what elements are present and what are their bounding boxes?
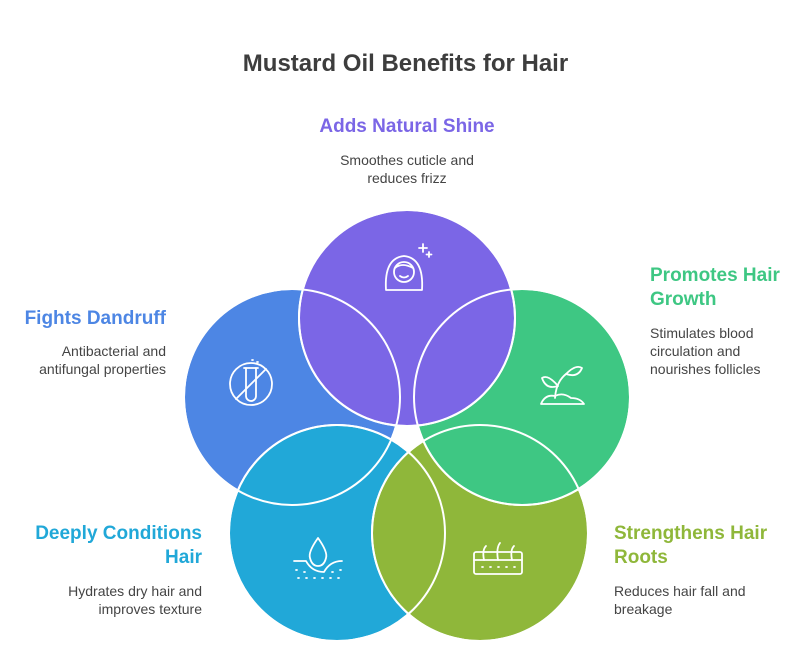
heading-fights-dandruff: Fights Dandruff xyxy=(24,308,166,329)
diagram-title: Mustard Oil Benefits for Hair xyxy=(242,50,569,77)
sprout-icon xyxy=(540,365,585,405)
no-test-tube-icon xyxy=(229,359,273,406)
heading-strengthens-roots: Strengthens Hair Roots xyxy=(614,523,768,568)
heading-deeply-conditions: Deeply Conditions Hair xyxy=(35,523,202,568)
hair-follicle-icon xyxy=(473,542,523,575)
water-drop-skin-icon xyxy=(293,537,343,579)
desc-promotes-growth: Stimulates blood circulation and nourish… xyxy=(650,325,761,377)
desc-strengthens-roots: Reduces hair fall and breakage xyxy=(614,583,746,617)
woman-sparkle-icon xyxy=(384,243,433,291)
desc-deeply-conditions: Hydrates dry hair and improves texture xyxy=(68,583,202,617)
circle-adds-shine xyxy=(298,209,516,427)
desc-fights-dandruff: Antibacterial and antifungal properties xyxy=(39,343,166,377)
desc-adds-shine: Smoothes cuticle and reduces frizz xyxy=(340,152,474,186)
heading-adds-shine: Adds Natural Shine xyxy=(319,116,495,137)
heading-promotes-growth: Promotes Hair Growth xyxy=(650,265,780,310)
